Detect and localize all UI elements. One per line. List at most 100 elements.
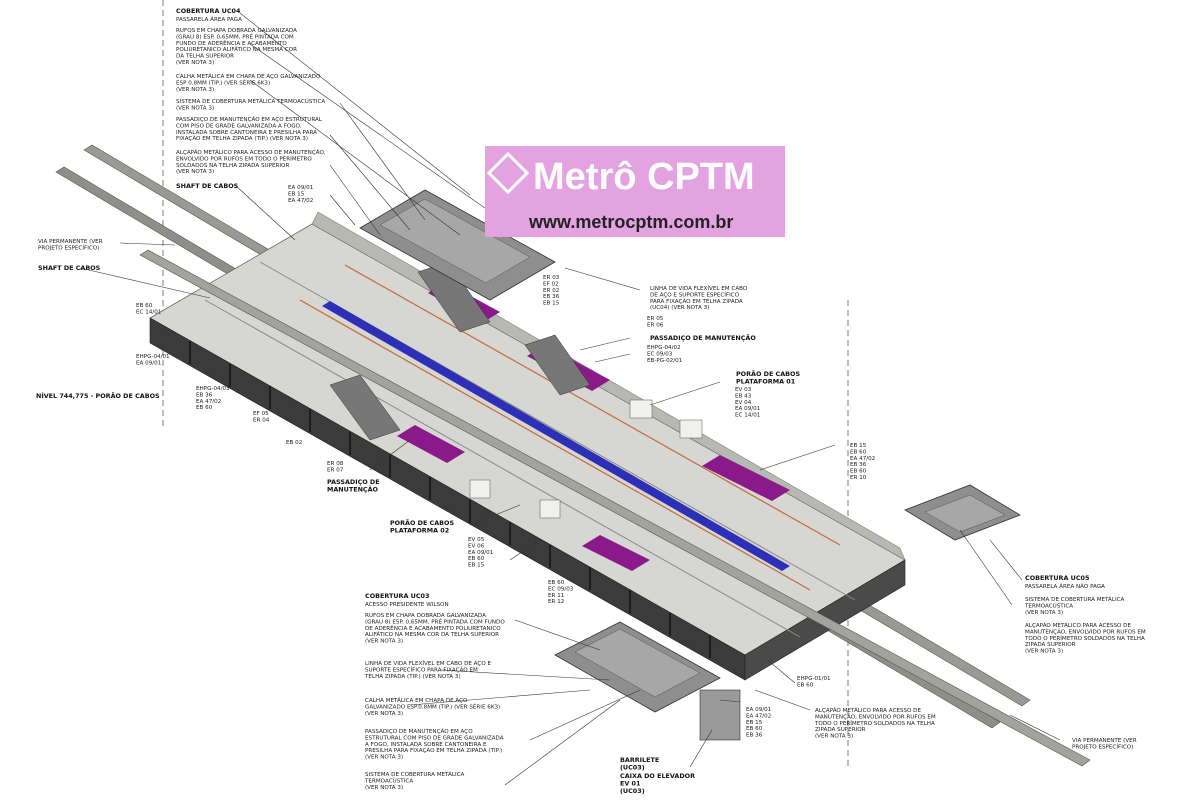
annotation-line: (UC03)	[620, 764, 645, 772]
annotation-line: RUFOS EM CHAPA DOBRADA GALVANIZADA	[365, 613, 486, 619]
cob-uc04-sub: PASSARELA ÁREA PAGA	[176, 16, 242, 23]
roof-uc04	[359, 189, 556, 301]
annotation-line: EB 36	[196, 392, 213, 398]
annotation-line: TELHA ZIPADA (TIP.) (VER NOTA 3)	[364, 674, 461, 680]
annotation-line: (VER NOTA 3)	[365, 711, 403, 717]
annotation-line: SISTEMA DE COBERTURA METÁLICA	[1025, 596, 1125, 603]
annotation-line: EB 60	[797, 682, 814, 688]
annotation-line: (VER NOTA 3)	[365, 639, 403, 645]
annotation-line: LINHA DE VIDA FLEXÍVEL EM CABO	[650, 285, 748, 292]
void-purple-5	[582, 535, 650, 571]
annotation-line: EB 43	[735, 393, 752, 399]
cob-uc03-sub: ACESSO PRESIDENTE WILSON	[365, 602, 449, 608]
annotation-line: EB 15	[468, 563, 485, 569]
note-barrilete: BARRILETE(UC03)	[620, 756, 659, 772]
annotation-line: EC 09/03	[548, 586, 574, 592]
note-alcapao-uc04: ALÇAPÃO METÁLICO PARA ACESSO DE MANUTENÇ…	[176, 149, 326, 175]
annotation-line: VIA PERMANENTE (VER	[1072, 738, 1137, 744]
note-rufos-uc03: RUFOS EM CHAPA DOBRADA GALVANIZADA(GRAU …	[365, 613, 505, 645]
annotation-line: VIA PERMANENTE (VER	[38, 239, 103, 245]
annotation-line: A FOGO, INSTALADA SOBRE CANTONEIRA E	[365, 742, 487, 748]
annotation-line: EB 36	[850, 462, 867, 468]
annotation-line: DE AÇO E SUPORTE ESPECÍFICO	[650, 291, 740, 298]
annotation-line: PASSADIÇO DE MANUTENÇÃO EM AÇO ESTRUTURA…	[176, 116, 323, 123]
annotation-line: EHPG-01/01	[797, 676, 831, 682]
annotation-line: EA 09/01	[288, 185, 314, 191]
annotation-line: ER 11	[548, 593, 565, 599]
annotation-line: (VER NOTA 3)	[176, 87, 214, 93]
annotation-line: (VER NOTA 3)	[176, 105, 214, 111]
annotation-line: EB 60	[850, 449, 867, 455]
annotation-line: EA 09/01	[136, 360, 162, 366]
void-purple-4	[702, 455, 790, 501]
annotation-line: EA 47/02	[850, 456, 875, 462]
annotation-line: EC 14/01	[136, 309, 162, 315]
annotation-line: TERMOACÚSTICA	[1024, 602, 1073, 609]
annotation-line: ZIPADA SUPERIOR	[815, 727, 866, 733]
cob-uc04-title: COBERTURA UC04	[176, 7, 241, 15]
roof-uc03	[554, 621, 741, 741]
watermark-brand: Metrô CPTM	[533, 156, 755, 198]
annotation-line: EV 01	[620, 780, 640, 788]
annotation-line: ESTRUTURAL COM PISO DE GRADE GALVANIZADA	[365, 735, 504, 741]
annotation-line: (VER NOTA 3)	[1025, 610, 1063, 616]
annotation-line: SOLDADOS NA TELHA ZIPADA SUPERIOR	[176, 163, 289, 169]
annotation-line: EC 09/03	[647, 351, 673, 357]
cob-uc03-title: COBERTURA UC03	[365, 592, 429, 600]
wall-ribs	[189, 341, 711, 658]
watermark-logo-icon	[486, 151, 530, 195]
annotation-line: EV 05	[468, 537, 485, 543]
annotation-line: ER 07	[327, 467, 344, 473]
annotation-line: ER 08	[327, 461, 344, 467]
annotation-line: ER 03	[543, 275, 560, 281]
annotation-line: EA 09/01	[735, 406, 761, 412]
note-shaft-2: SHAFT DE CABOS	[38, 264, 101, 272]
annotation-line: ALÇAPÃO METÁLICO PARA ACESSO DE	[815, 707, 921, 714]
watermark-url: www.metrocptm.com.br	[529, 212, 734, 232]
annotation-line: TODO O PERÍMETRO SOLDADOS NA TELHA	[1024, 635, 1145, 642]
railing-line	[299, 299, 811, 591]
annotation-line: EV 04	[735, 400, 752, 406]
watermark-banner: Metrô CPTM www.metrocptm.com.br	[485, 146, 785, 237]
annotation-line: EHPG-04/03	[196, 386, 230, 392]
annotation-line: (VER NOTA 3)	[1025, 649, 1063, 655]
annotation-line: EB-PG-02/01	[647, 358, 683, 364]
annotation-line: COM PISO DE GRADE GALVANIZADA A FOGO,	[176, 123, 302, 129]
annotation-line: MANUTENÇÃO, ENVOLVIDO POR RUFOS EM	[1025, 628, 1146, 635]
annotation-line: EB 60	[136, 303, 153, 309]
annotation-line: RUFOS EM CHAPA DOBRADA GALVANIZADA	[176, 28, 297, 34]
annotation-line: ALIFÁTICO NA MESMA COR DA TELHA SUPERIOR	[365, 631, 499, 638]
void-purple-3	[397, 425, 465, 463]
annotation-line: (VER NOTA 3)	[176, 60, 214, 66]
annotation-line: EB 15	[543, 301, 560, 307]
annotation-line: EA 09/01	[746, 707, 772, 713]
annotation-line: LINHA DE VIDA FLEXÍVEL EM CABO DE AÇO E	[365, 660, 492, 667]
annotation-line: PROJETO ESPECÍFICO)	[1072, 743, 1133, 750]
annotation-line: GALVANIZADO ESP.0.8MM (TIP.) (VER SÉRIE …	[365, 702, 500, 710]
annotation-line: PLATAFORMA 01	[736, 378, 795, 386]
roof-uc05	[904, 484, 1021, 541]
annotation-line: ESP 0.8MM (TIP.) (VER SÉRIE 6K3)	[176, 78, 270, 86]
annotation-line: (UC03)	[620, 787, 645, 795]
annotation-line: EB 60	[746, 726, 763, 732]
station-body	[149, 211, 906, 681]
annotation-line: ER 10	[850, 475, 867, 481]
